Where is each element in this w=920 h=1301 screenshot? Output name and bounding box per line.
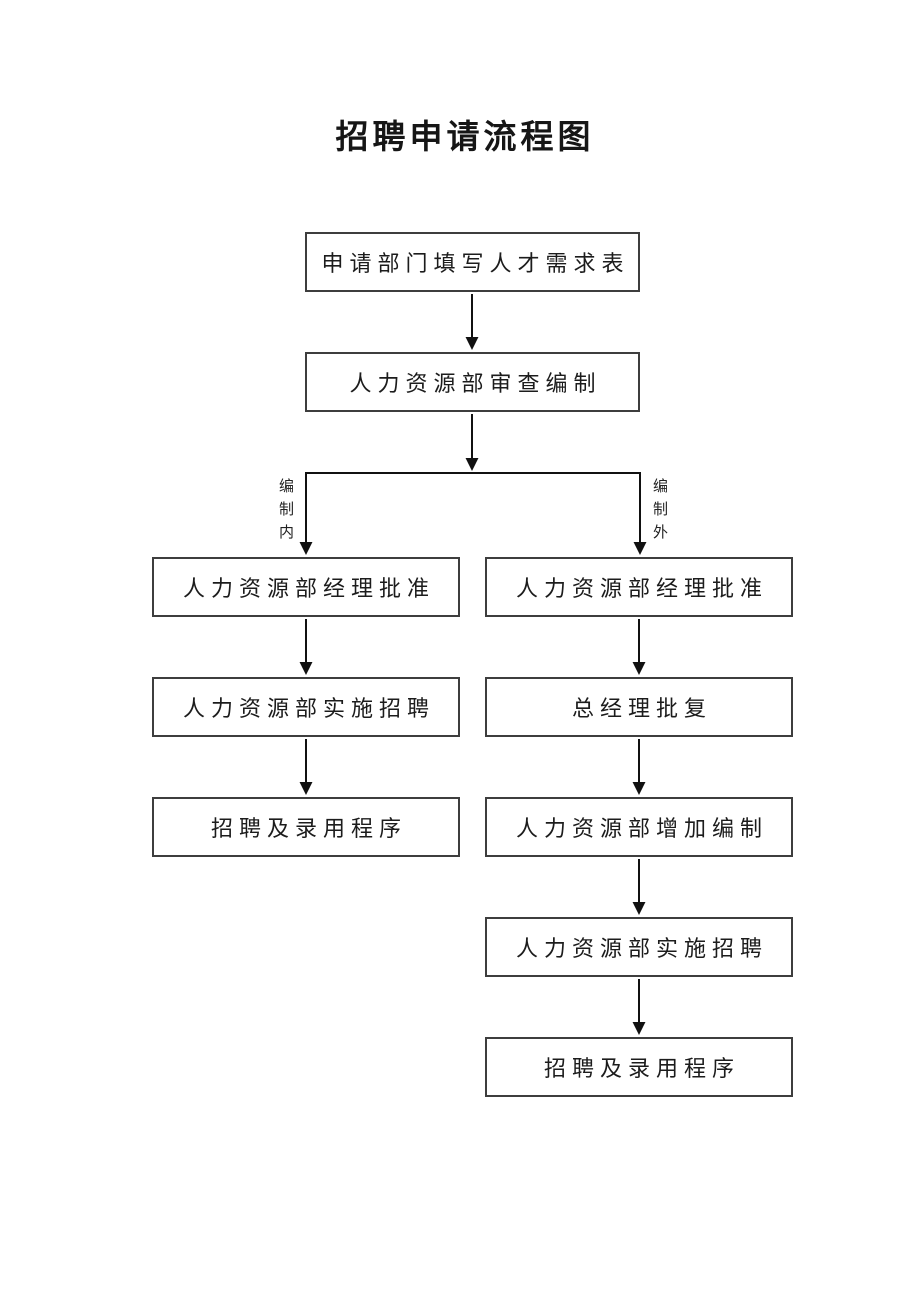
node-right-manager-approve: 人力资源部经理批准 xyxy=(485,557,793,617)
node-request-form: 申请部门填写人才需求表 xyxy=(305,232,640,292)
node-right-increase-establishment: 人力资源部增加编制 xyxy=(485,797,793,857)
page-title: 招聘申请流程图 xyxy=(335,117,595,156)
branch-label-inside-establishment: 编制内 xyxy=(277,478,295,547)
node-right-hiring-procedure: 招聘及录用程序 xyxy=(485,1037,793,1097)
node-hr-review: 人力资源部审查编制 xyxy=(305,352,640,412)
node-left-hiring-procedure: 招聘及录用程序 xyxy=(152,797,460,857)
node-left-manager-approve: 人力资源部经理批准 xyxy=(152,557,460,617)
node-right-implement-recruit: 人力资源部实施招聘 xyxy=(485,917,793,977)
node-left-implement-recruit: 人力资源部实施招聘 xyxy=(152,677,460,737)
node-right-gm-approval: 总经理批复 xyxy=(485,677,793,737)
branch-label-outside-establishment: 编制外 xyxy=(651,478,669,547)
